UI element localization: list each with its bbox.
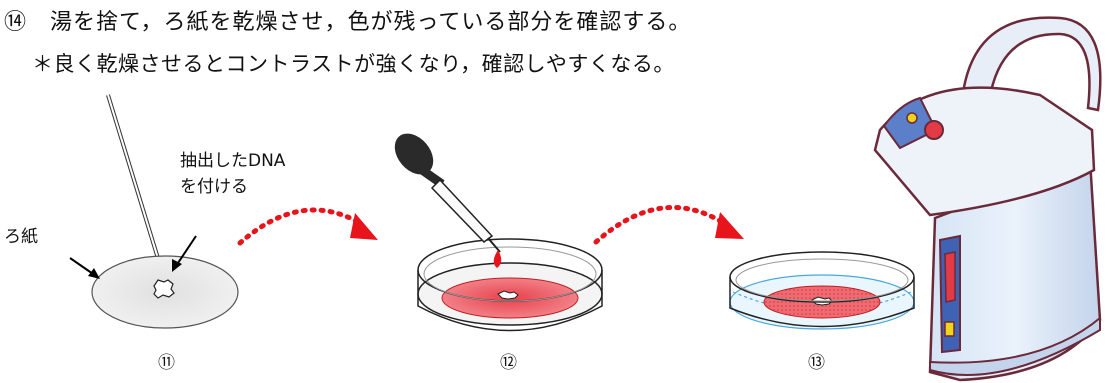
- dna-label-line2: を付ける: [180, 177, 248, 197]
- petri-dish-13: [729, 251, 915, 330]
- pot-button-red: [924, 120, 944, 140]
- dna-label-line1: 抽出したDNA: [180, 151, 286, 171]
- water-gauge: [944, 251, 956, 303]
- red-arrow-1: [237, 207, 378, 246]
- dropper: [394, 133, 502, 268]
- step-label-13: ⑬: [808, 353, 825, 373]
- step-label-12: ⑫: [500, 353, 517, 373]
- electric-pot: [873, 16, 1102, 382]
- red-drop: [493, 250, 502, 268]
- dna-label: 抽出したDNA を付ける: [180, 148, 285, 200]
- filter-paper-scene: [69, 94, 239, 329]
- step-label-11: ⑪: [158, 353, 175, 373]
- petri-dish-12: [394, 133, 603, 332]
- filter-paper-label: ろ紙: [4, 227, 38, 247]
- dna-spot: [153, 279, 175, 299]
- instruction-note: ＊良く乾燥させるとコントラストが強くなり，確認しやすくなる。: [32, 52, 675, 76]
- arrow-to-dna: [175, 235, 197, 267]
- pot-button-yellow: [906, 112, 918, 124]
- red-arrow-2: [593, 204, 744, 245]
- instruction-step-14: ⑭ 湯を捨て，ろ紙を乾燥させ，色が残っている部分を確認する。: [4, 10, 692, 35]
